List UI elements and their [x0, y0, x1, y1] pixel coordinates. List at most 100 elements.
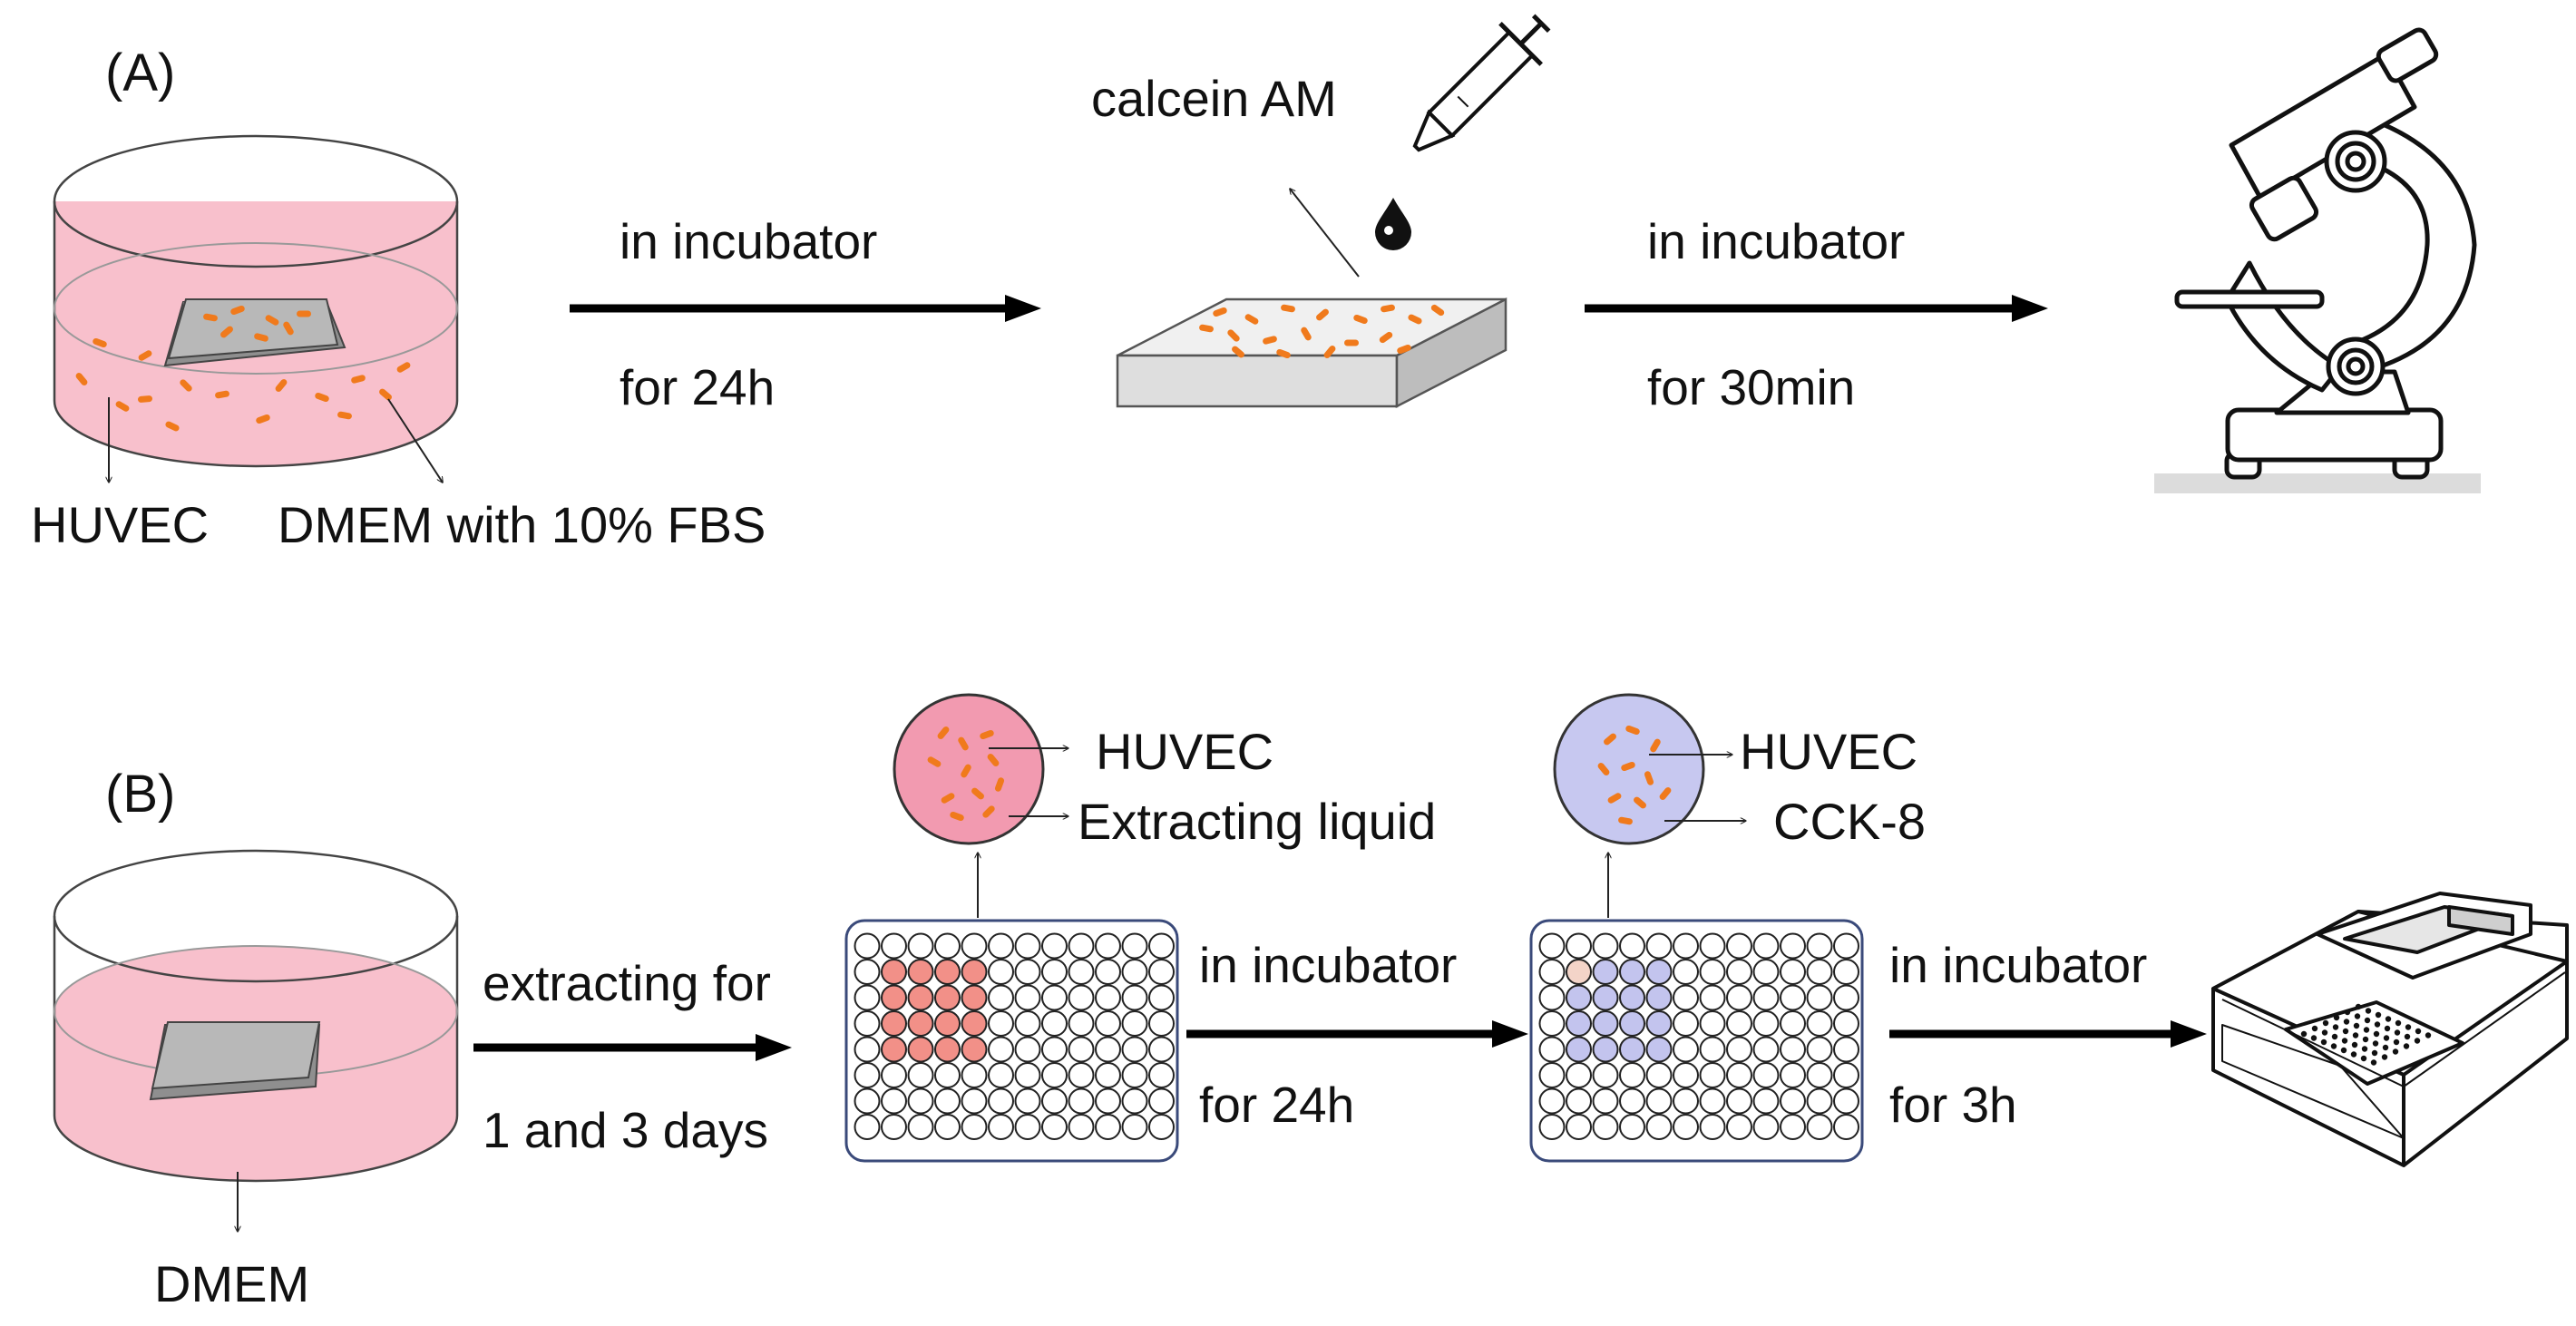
reader-well — [2363, 1027, 2370, 1033]
well — [1806, 1087, 1833, 1115]
cell-mark — [994, 777, 1005, 792]
well — [1592, 959, 1619, 985]
pipette-icon — [1412, 14, 1551, 152]
cell-mark — [1604, 733, 1616, 746]
well — [1014, 1087, 1041, 1115]
well — [881, 932, 907, 960]
cell-mark — [138, 395, 152, 403]
reader-well — [2333, 1014, 2340, 1021]
well — [1592, 1010, 1619, 1037]
well — [1780, 1087, 1806, 1115]
reader-well — [2403, 1043, 2410, 1049]
cell-mark — [971, 787, 984, 800]
well — [1726, 1010, 1752, 1037]
cell-mark — [1634, 796, 1646, 809]
well — [988, 1062, 1014, 1088]
well — [907, 1036, 934, 1063]
well — [1566, 1010, 1592, 1037]
well — [1833, 1114, 1859, 1140]
well — [934, 1114, 961, 1140]
well — [934, 984, 961, 1011]
well — [907, 1010, 934, 1037]
well — [1095, 1062, 1121, 1088]
reader-well — [2365, 1008, 2372, 1014]
reader-well — [2322, 1019, 2329, 1027]
well — [1014, 959, 1041, 985]
reader-well — [2362, 1036, 2369, 1043]
arrow-icon — [1889, 1020, 2207, 1048]
well — [1780, 959, 1806, 985]
well — [1752, 932, 1780, 960]
cell-mark — [987, 754, 1000, 766]
well — [1699, 1114, 1726, 1140]
reader-well — [2352, 1032, 2359, 1038]
well — [1726, 932, 1752, 960]
well — [1148, 984, 1175, 1011]
well — [1619, 1010, 1645, 1037]
well — [1538, 1114, 1566, 1140]
well — [1014, 1114, 1041, 1140]
reader-well — [2392, 1048, 2399, 1055]
well — [1699, 1036, 1726, 1063]
well — [1068, 1036, 1095, 1063]
well — [1806, 932, 1833, 960]
well — [881, 959, 907, 985]
well — [1148, 959, 1175, 985]
arrow-icon — [473, 1034, 792, 1061]
well — [1148, 1062, 1175, 1088]
well — [1538, 1010, 1566, 1037]
reader-well — [2384, 1025, 2391, 1032]
cell-cluster — [1199, 304, 1445, 359]
well — [1148, 1087, 1175, 1115]
reader-well — [2340, 1047, 2347, 1054]
well — [1806, 1036, 1833, 1063]
well — [1780, 1036, 1806, 1063]
well — [1148, 1010, 1175, 1037]
reader-well — [2331, 1033, 2338, 1040]
well — [1806, 984, 1833, 1011]
well — [1673, 1062, 1699, 1088]
well — [1645, 1036, 1673, 1063]
cell-mark — [1618, 816, 1633, 825]
cell-cluster — [75, 305, 411, 432]
reader-well — [2375, 1011, 2382, 1019]
step-a2-line2: for 30min — [1647, 359, 1855, 415]
well — [961, 959, 988, 985]
well — [988, 959, 1014, 985]
well — [1619, 1062, 1645, 1088]
well — [1752, 1114, 1780, 1140]
cell-mark — [1244, 314, 1259, 325]
well — [1566, 1062, 1592, 1088]
well — [1780, 1114, 1806, 1140]
well — [854, 959, 881, 985]
well — [881, 1114, 907, 1140]
reader-well — [2425, 1032, 2432, 1038]
well — [907, 1114, 934, 1140]
well — [1121, 1036, 1148, 1063]
well-grid — [854, 932, 1175, 1140]
well — [1752, 1010, 1780, 1037]
cell-mark — [982, 805, 995, 818]
cell-mark — [1323, 346, 1336, 358]
well — [934, 1036, 961, 1063]
cell-mark — [351, 375, 366, 384]
reader-well — [2373, 1030, 2380, 1038]
well — [1041, 1062, 1068, 1088]
well — [1645, 1114, 1673, 1140]
reader-well — [2385, 1016, 2392, 1022]
well — [1538, 1062, 1566, 1088]
cell-mark — [1263, 336, 1277, 345]
well — [1833, 1062, 1859, 1088]
well — [1538, 932, 1566, 960]
arrow-icon — [570, 295, 1041, 322]
well — [988, 1036, 1014, 1063]
well — [961, 1062, 988, 1088]
reader-well — [2394, 1029, 2401, 1036]
well — [1566, 932, 1592, 960]
well — [1645, 1062, 1673, 1088]
well — [1068, 1062, 1095, 1088]
reader-well — [2395, 1019, 2402, 1027]
cell-mark — [265, 315, 279, 326]
microscope-icon — [2154, 27, 2481, 493]
well — [1752, 1062, 1780, 1088]
